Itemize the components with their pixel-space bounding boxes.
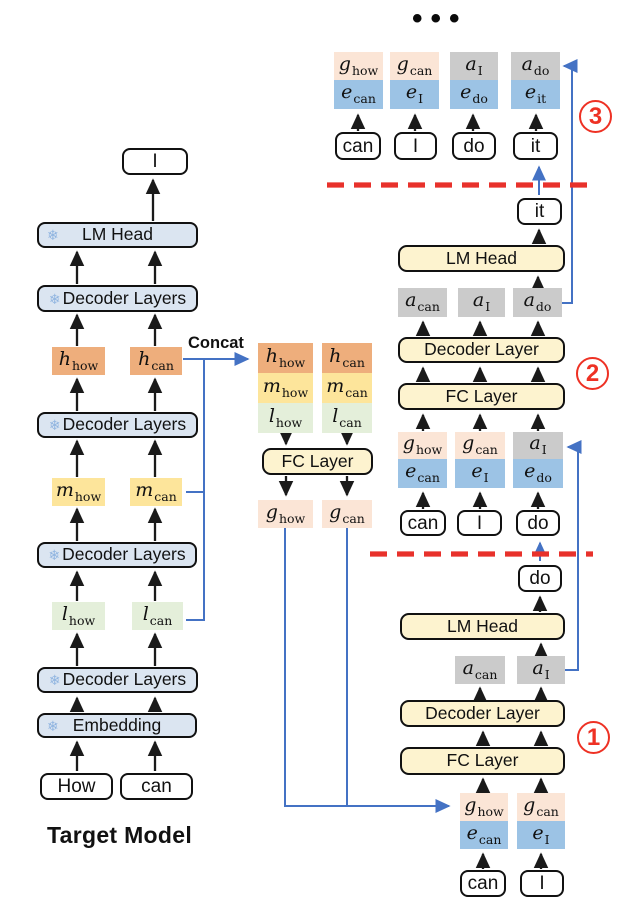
target-model-caption: Target Model: [47, 822, 193, 848]
decoder-layers-box-1: ❄ Decoder Layers: [37, 667, 198, 693]
stage-3-badge: 3: [579, 100, 612, 133]
concat-fc-layer-box: FC Layer: [262, 448, 373, 475]
target-lm-head-box: ❄ LM Head: [37, 222, 198, 248]
decoder-layers-label: Decoder Layers: [62, 287, 187, 308]
concat-label: Concat: [188, 334, 244, 352]
stage-1-badge: 1: [577, 721, 610, 754]
snowflake-icon: ❄: [48, 290, 61, 307]
s2-token-I: I: [457, 510, 502, 536]
snowflake-icon: ❄: [48, 547, 61, 563]
decoder-layers-label: Decoder Layers: [62, 414, 187, 435]
s2-fc-layer-box: FC Layer: [398, 383, 565, 410]
output-token-I: I: [122, 148, 188, 175]
token-label: I: [152, 151, 158, 172]
decoder-layers-label: Decoder Layers: [62, 544, 186, 565]
lm-head-label: LM Head: [81, 224, 153, 245]
s3-token-I: I: [394, 132, 437, 160]
s2-token-can: can: [400, 510, 446, 536]
decoder-layers-box-4: ❄ Decoder Layers: [37, 285, 198, 312]
snowflake-icon: ❄: [48, 417, 61, 433]
s1-lm-head-box: LM Head: [400, 613, 565, 640]
embedding-box: ❄ Embedding: [37, 713, 197, 738]
input-token-how: How: [40, 773, 113, 800]
s1-token-I: I: [520, 870, 564, 897]
ellipsis-dots: •••: [412, 2, 468, 35]
s2-output-token-it: it: [517, 198, 562, 225]
s1-fc-layer-box: FC Layer: [400, 747, 565, 775]
snowflake-icon: ❄: [47, 227, 59, 243]
s2-lm-head-box: LM Head: [398, 245, 565, 272]
s3-token-it: it: [513, 132, 558, 160]
s1-decoder-layer-box: Decoder Layer: [400, 700, 565, 727]
s2-decoder-layer-box: Decoder Layer: [398, 337, 565, 363]
s3-token-can: can: [335, 132, 381, 160]
snowflake-icon: ❄: [48, 672, 61, 688]
embedding-label: Embedding: [72, 714, 162, 735]
decoder-layers-box-2: ❄ Decoder Layers: [37, 542, 197, 568]
s2-token-do: do: [516, 510, 560, 536]
s1-output-token-do: do: [518, 565, 562, 592]
snowflake-icon: ❄: [47, 717, 59, 734]
stage-2-badge: 2: [576, 357, 609, 390]
decoder-layers-box-3: ❄ Decoder Layers: [37, 412, 198, 438]
s1-token-can: can: [460, 870, 506, 897]
input-token-can: can: [120, 773, 193, 800]
decoder-layers-label: Decoder Layers: [62, 669, 187, 690]
s3-token-do: do: [452, 132, 496, 160]
